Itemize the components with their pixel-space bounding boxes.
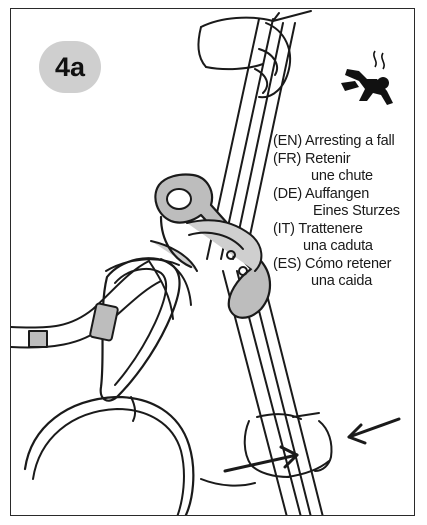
caption-es: (ES) Cómo retener una caida — [273, 256, 415, 291]
caption-de: (DE) Auffangen Eines Sturzes — [273, 186, 415, 221]
caption-text: Auffangen — [305, 186, 369, 202]
caption-text: Trattenere — [298, 221, 362, 237]
caption-lang: (ES) — [273, 256, 301, 272]
caption-text: Retenir — [305, 151, 350, 167]
caption-lang: (EN) — [273, 133, 302, 149]
caption-text-line2: una caida — [273, 273, 415, 291]
caption-text: Cómo retener — [305, 256, 391, 272]
caption-text-line2: una caduta — [273, 238, 415, 256]
caption-lang: (IT) — [273, 221, 295, 237]
leg-loop — [25, 397, 193, 516]
caption-text-line2: Eines Sturzes — [273, 203, 415, 221]
caption-lang: (DE) — [273, 186, 302, 202]
caption-text-line2: une chute — [273, 168, 415, 186]
caption-list: (EN) Arresting a fall (FR) Retenir une c… — [273, 133, 415, 291]
step-badge: 4a — [39, 41, 101, 93]
instruction-panel: 4a (EN) Arresting a fall (FR) Retenir un… — [10, 8, 415, 516]
caption-fr: (FR) Retenir une chute — [273, 151, 415, 186]
squeeze-arrows — [225, 419, 399, 471]
caption-it: (IT) Trattenere una caduta — [273, 221, 415, 256]
caption-lang: (FR) — [273, 151, 301, 167]
falling-person-icon — [337, 49, 399, 111]
caption-en: (EN) Arresting a fall — [273, 133, 415, 151]
caption-text: Arresting a fall — [305, 133, 394, 149]
step-number: 4a — [55, 52, 85, 83]
carabiner — [90, 258, 180, 400]
